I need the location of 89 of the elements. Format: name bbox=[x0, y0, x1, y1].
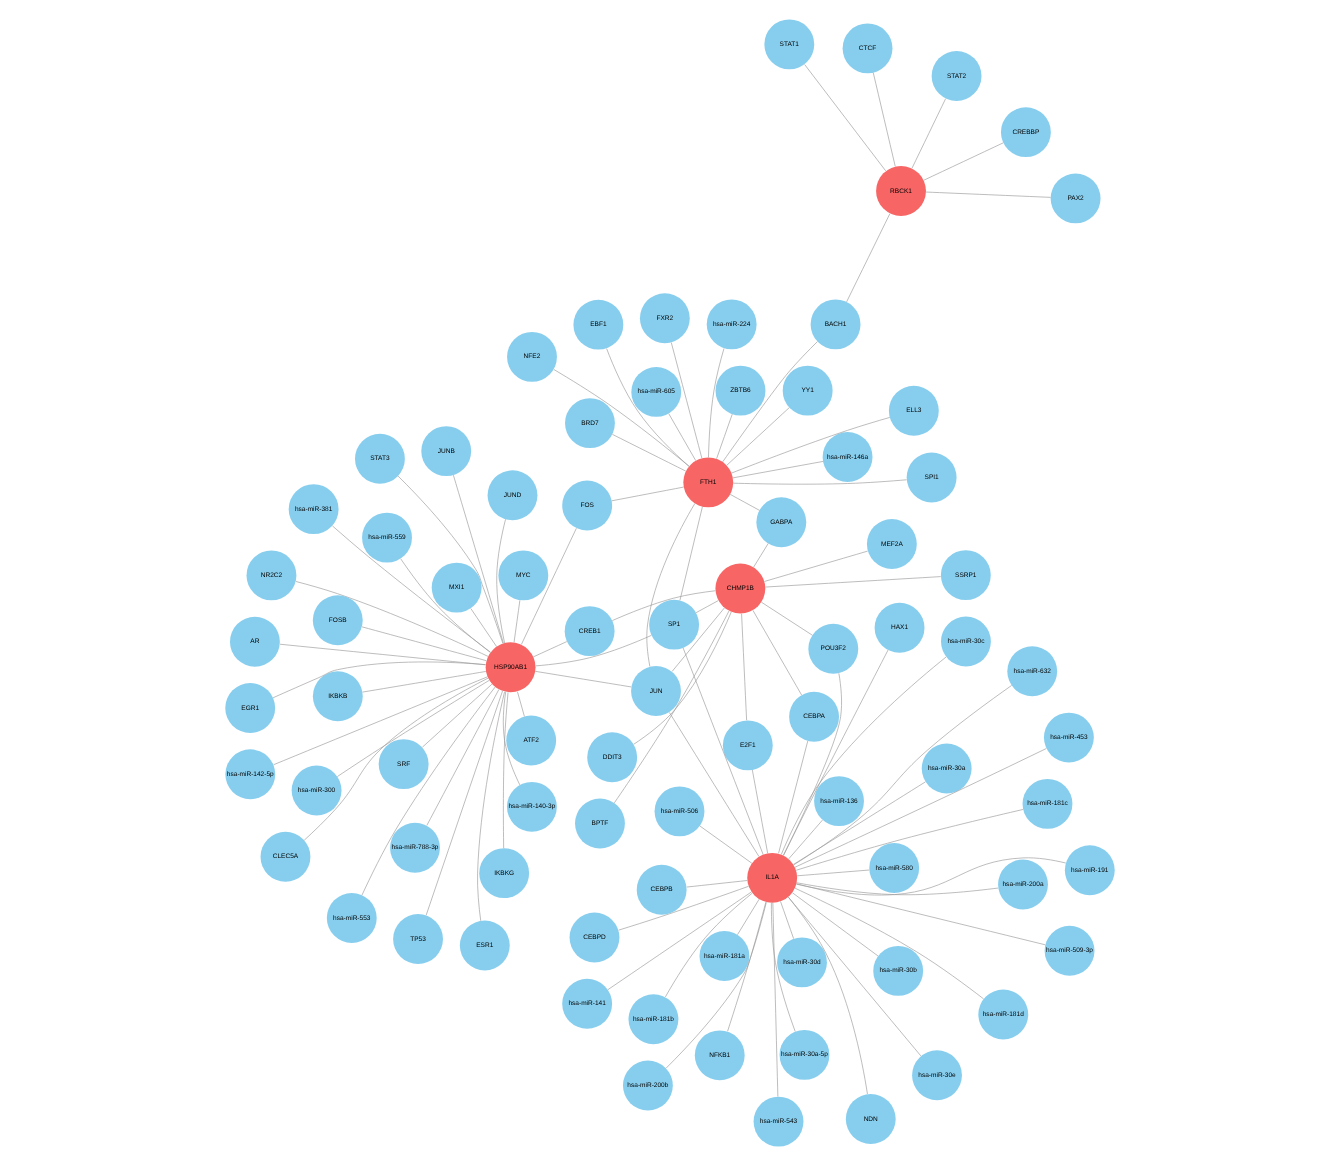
connector bbox=[552, 369, 689, 467]
connector bbox=[794, 809, 1023, 871]
connector bbox=[360, 626, 486, 661]
connector bbox=[512, 600, 520, 643]
connector bbox=[495, 518, 505, 644]
connector bbox=[792, 781, 925, 865]
connector bbox=[726, 901, 766, 1032]
connector bbox=[731, 461, 823, 479]
connector bbox=[668, 712, 759, 857]
connector bbox=[336, 680, 489, 777]
connector bbox=[272, 676, 487, 765]
connector bbox=[670, 607, 724, 672]
connector bbox=[361, 671, 486, 693]
connector bbox=[721, 341, 817, 463]
connector bbox=[793, 748, 1046, 868]
connector bbox=[777, 740, 808, 854]
connector bbox=[779, 901, 793, 939]
connector bbox=[606, 891, 751, 990]
connector bbox=[731, 479, 906, 485]
connector bbox=[520, 527, 576, 645]
connector bbox=[780, 656, 946, 855]
connector bbox=[605, 348, 689, 467]
connector bbox=[664, 892, 752, 998]
connector bbox=[425, 689, 499, 826]
connector bbox=[763, 550, 868, 582]
connector bbox=[871, 72, 895, 167]
connector bbox=[795, 857, 1066, 896]
connector bbox=[795, 869, 869, 877]
connector bbox=[760, 601, 812, 636]
connector bbox=[681, 647, 763, 855]
connector bbox=[751, 769, 767, 854]
connector bbox=[669, 342, 702, 459]
connector bbox=[667, 413, 696, 462]
connector bbox=[610, 486, 684, 502]
connector bbox=[845, 213, 890, 303]
connector bbox=[533, 671, 631, 688]
connector bbox=[476, 691, 504, 922]
connector bbox=[678, 506, 702, 601]
connector bbox=[752, 543, 768, 568]
connector bbox=[787, 896, 867, 1095]
connector bbox=[715, 413, 732, 460]
connector bbox=[694, 600, 718, 614]
connector bbox=[787, 819, 822, 860]
connector bbox=[795, 882, 998, 896]
connector bbox=[910, 98, 945, 169]
connector bbox=[501, 691, 520, 786]
connector bbox=[740, 613, 746, 721]
connector bbox=[534, 635, 651, 667]
connector bbox=[469, 608, 496, 647]
connector bbox=[502, 692, 508, 849]
connector bbox=[730, 417, 890, 474]
connector bbox=[751, 609, 801, 696]
connector bbox=[922, 142, 1003, 181]
connector bbox=[664, 901, 766, 1069]
connector bbox=[611, 590, 715, 621]
connector bbox=[725, 407, 789, 466]
connector bbox=[728, 494, 759, 511]
connector bbox=[707, 348, 724, 458]
connector bbox=[782, 672, 841, 856]
connector bbox=[396, 475, 503, 644]
connector bbox=[795, 883, 1045, 946]
connector bbox=[645, 503, 695, 667]
connector bbox=[294, 581, 488, 657]
connector bbox=[452, 474, 503, 644]
connector bbox=[617, 885, 748, 931]
connector bbox=[764, 576, 941, 588]
connector bbox=[771, 902, 778, 1097]
connector bbox=[532, 641, 567, 658]
connector bbox=[736, 898, 759, 935]
connector bbox=[793, 887, 983, 1000]
connector bbox=[792, 685, 1011, 866]
connector bbox=[782, 649, 888, 856]
connector bbox=[685, 880, 747, 888]
connector bbox=[421, 683, 492, 748]
connector bbox=[302, 677, 488, 841]
connector bbox=[611, 434, 686, 472]
connector bbox=[360, 686, 495, 896]
connector bbox=[698, 825, 752, 864]
connector bbox=[516, 691, 524, 717]
connector bbox=[924, 191, 1050, 198]
connector bbox=[424, 690, 502, 916]
connector bbox=[803, 64, 886, 172]
connector bbox=[271, 661, 485, 699]
connector bbox=[613, 610, 729, 804]
connector bbox=[331, 525, 490, 653]
connector bbox=[632, 611, 731, 745]
connector bbox=[791, 892, 878, 957]
connector bbox=[399, 558, 490, 653]
connector bbox=[770, 902, 795, 1032]
